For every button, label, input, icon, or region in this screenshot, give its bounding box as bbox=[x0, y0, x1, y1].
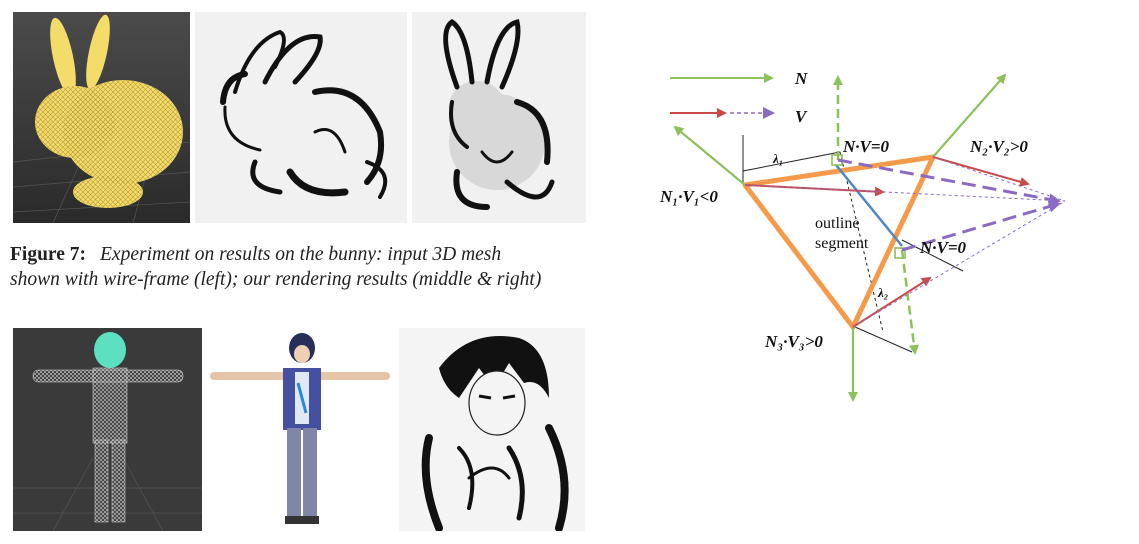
character-textured-image bbox=[205, 328, 395, 531]
lambda2-label: λ₂ bbox=[877, 285, 888, 300]
outline-label-line1: outline bbox=[815, 215, 859, 232]
outline-label-line2: segment bbox=[815, 235, 869, 252]
n3-v3-label: N₃·V₃>0 bbox=[764, 332, 823, 351]
character-ink-icon bbox=[399, 328, 585, 531]
bunny-ink-front-icon bbox=[412, 12, 586, 223]
normal-n1-arrow bbox=[673, 125, 746, 186]
view-v3-arrow bbox=[852, 276, 932, 328]
view-dashed-mid-arrow bbox=[901, 200, 1061, 252]
bunny-ink-front-image bbox=[412, 12, 586, 223]
bunny-wireframe-icon bbox=[13, 12, 190, 223]
n1-v1-label: N₁·V₁<0 bbox=[659, 187, 718, 206]
character-wireframe-image bbox=[13, 328, 202, 531]
outline-segment-line bbox=[835, 164, 903, 247]
view-dashed-top-arrow bbox=[837, 158, 1061, 206]
silhouette-diagram: N V N·V=0 N₂·V₂>0 N₁·V₁<0 λ₁ λ₂ outline … bbox=[659, 69, 1066, 402]
bunny-ink-side-image bbox=[195, 12, 407, 223]
figure-7-caption: Figure 7: Experiment on results on the bu… bbox=[10, 242, 610, 292]
legend-normal-label: N bbox=[794, 69, 808, 88]
normal-n2-arrow bbox=[932, 73, 1007, 158]
figure-label: Figure 7: bbox=[10, 244, 87, 265]
n2-v2-label: N₂·V₂>0 bbox=[969, 137, 1028, 156]
character-wireframe-icon bbox=[13, 328, 202, 531]
triangle-face bbox=[742, 154, 936, 330]
bunny-ink-side-icon bbox=[195, 12, 407, 223]
character-textured-icon bbox=[205, 328, 395, 531]
legend-view-label: V bbox=[795, 107, 808, 126]
caption-line-1: Experiment on results on the bunny: inpu… bbox=[100, 244, 502, 265]
normal-zero-mid-arrow bbox=[900, 249, 919, 355]
lambda1-label: λ₁ bbox=[772, 151, 783, 166]
n-v-zero-top-label: N·V=0 bbox=[842, 137, 890, 156]
caption-line-2: shown with wire-frame (left); our render… bbox=[10, 269, 542, 290]
character-ink-image bbox=[399, 328, 585, 531]
view-v2-arrow bbox=[932, 156, 1030, 187]
bunny-wireframe-image bbox=[13, 12, 190, 223]
n-v-zero-mid-label: N·V=0 bbox=[919, 238, 967, 257]
